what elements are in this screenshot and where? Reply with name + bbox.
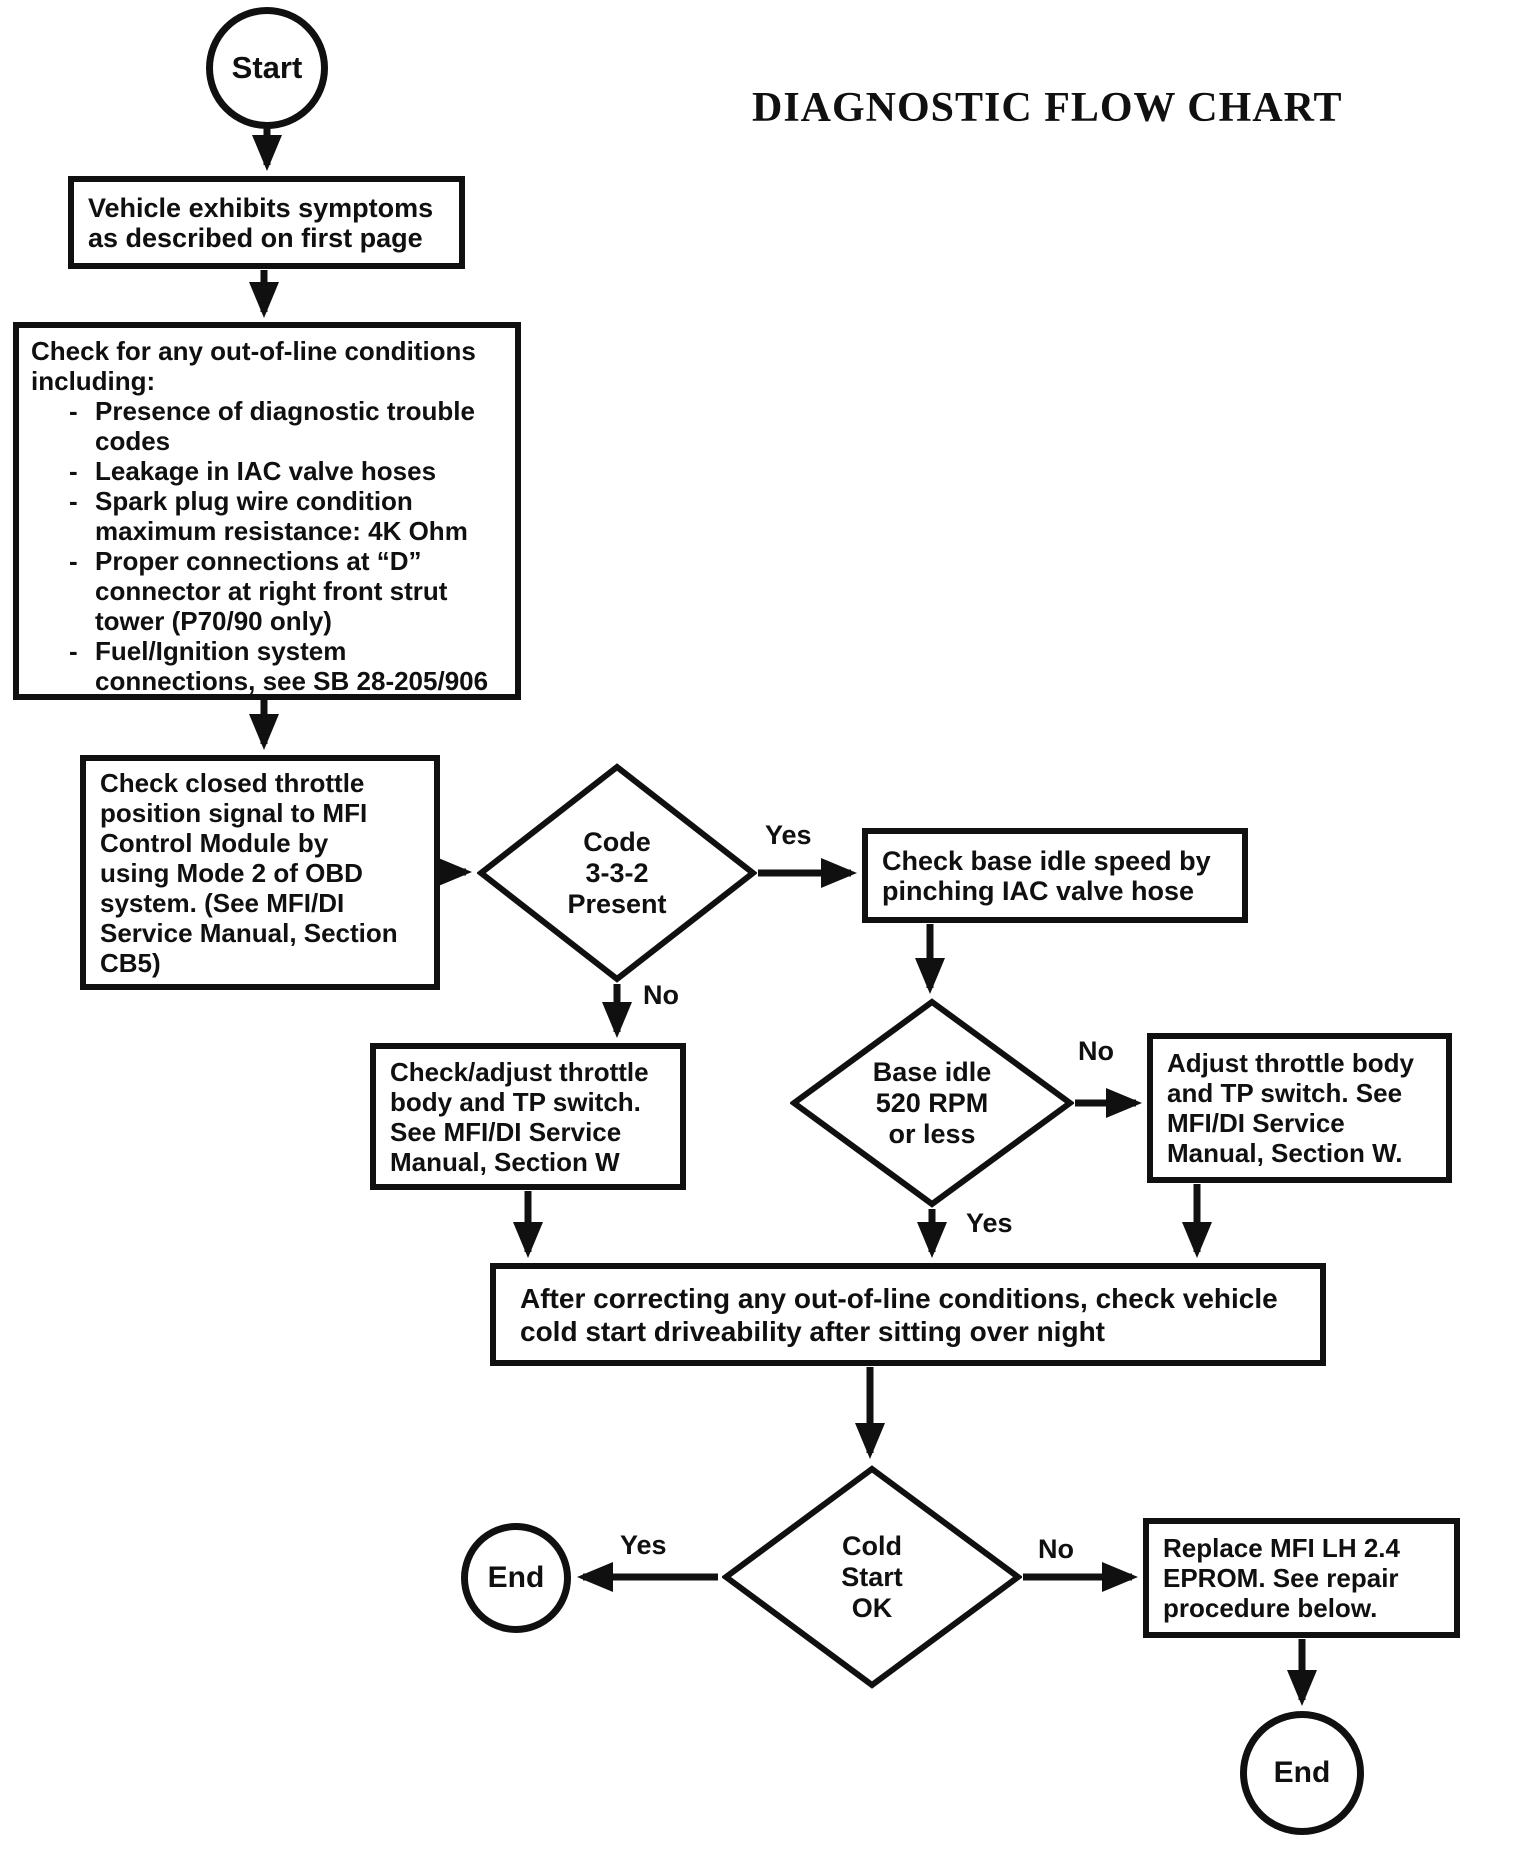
base-idle-text: Base idle 520 RPM or less	[872, 1056, 992, 1149]
checklist-item: Leakage in IAC valve hoses	[65, 456, 511, 486]
checklist-intro: Check for any out-of-line conditions inc…	[31, 336, 476, 396]
checklist-item: Spark plug wire condition maximum resist…	[65, 486, 511, 546]
checklist-item: Proper connections at “D” connector at r…	[65, 546, 511, 636]
checklist-item: Fuel/Ignition system connections, see SB…	[65, 636, 511, 696]
end-label: End	[487, 1561, 545, 1594]
checklist: Presence of diagnostic trouble codes Lea…	[65, 396, 511, 696]
node-end-terminal-bottom: End	[1240, 1711, 1364, 1835]
after-correcting-text: After correcting any out-of-line conditi…	[520, 1282, 1278, 1347]
edge-label-cold-yes: Yes	[620, 1530, 667, 1560]
adjust-throttle-text: Adjust throttle body and TP switch. See …	[1167, 1048, 1414, 1168]
node-closed-throttle: Check closed throttle position signal to…	[80, 755, 440, 990]
code-332-text: Code 3-3-2 Present	[567, 826, 667, 919]
base-idle-check-text: Check base idle speed by pinching IAC va…	[882, 845, 1211, 906]
node-decision-base-idle: Base idle 520 RPM or less	[790, 998, 1074, 1208]
node-end-terminal-left: End	[461, 1523, 571, 1633]
page-title: DIAGNOSTIC FLOW CHART	[752, 85, 1343, 131]
diamond-shape	[477, 763, 757, 983]
checklist-item: Presence of diagnostic trouble codes	[65, 396, 511, 456]
node-after-correcting: After correcting any out-of-line conditi…	[490, 1263, 1326, 1366]
node-replace-eprom: Replace MFI LH 2.4 EPROM. See repair pro…	[1143, 1518, 1460, 1638]
edge-label-code-no: No	[643, 980, 679, 1010]
edge-label-idle-yes: Yes	[966, 1208, 1013, 1238]
start-label: Start	[231, 50, 303, 85]
closed-throttle-text: Check closed throttle position signal to…	[100, 767, 398, 978]
diamond-shape	[722, 1465, 1022, 1689]
edge-label-idle-no: No	[1078, 1036, 1114, 1066]
cold-start-text: Cold Start OK	[841, 1530, 903, 1623]
end-label: End	[1273, 1756, 1331, 1789]
node-base-idle-check: Check base idle speed by pinching IAC va…	[862, 828, 1248, 923]
node-check-adjust-throttle: Check/adjust throttle body and TP switch…	[370, 1043, 686, 1190]
node-start-terminal: Start	[206, 7, 328, 129]
edge-label-cold-no: No	[1038, 1534, 1074, 1564]
check-adjust-text: Check/adjust throttle body and TP switch…	[390, 1056, 649, 1177]
edge-label-code-yes: Yes	[765, 820, 812, 850]
symptoms-text: Vehicle exhibits symptoms as described o…	[88, 192, 434, 253]
node-adjust-throttle: Adjust throttle body and TP switch. See …	[1147, 1033, 1452, 1183]
node-decision-cold-start: Cold Start OK	[722, 1465, 1022, 1689]
node-decision-code-332: Code 3-3-2 Present	[477, 763, 757, 983]
diamond-shape	[790, 998, 1074, 1208]
node-symptoms: Vehicle exhibits symptoms as described o…	[68, 176, 465, 269]
node-out-of-line-checklist: Check for any out-of-line conditions inc…	[13, 322, 521, 700]
replace-eprom-text: Replace MFI LH 2.4 EPROM. See repair pro…	[1163, 1533, 1400, 1623]
